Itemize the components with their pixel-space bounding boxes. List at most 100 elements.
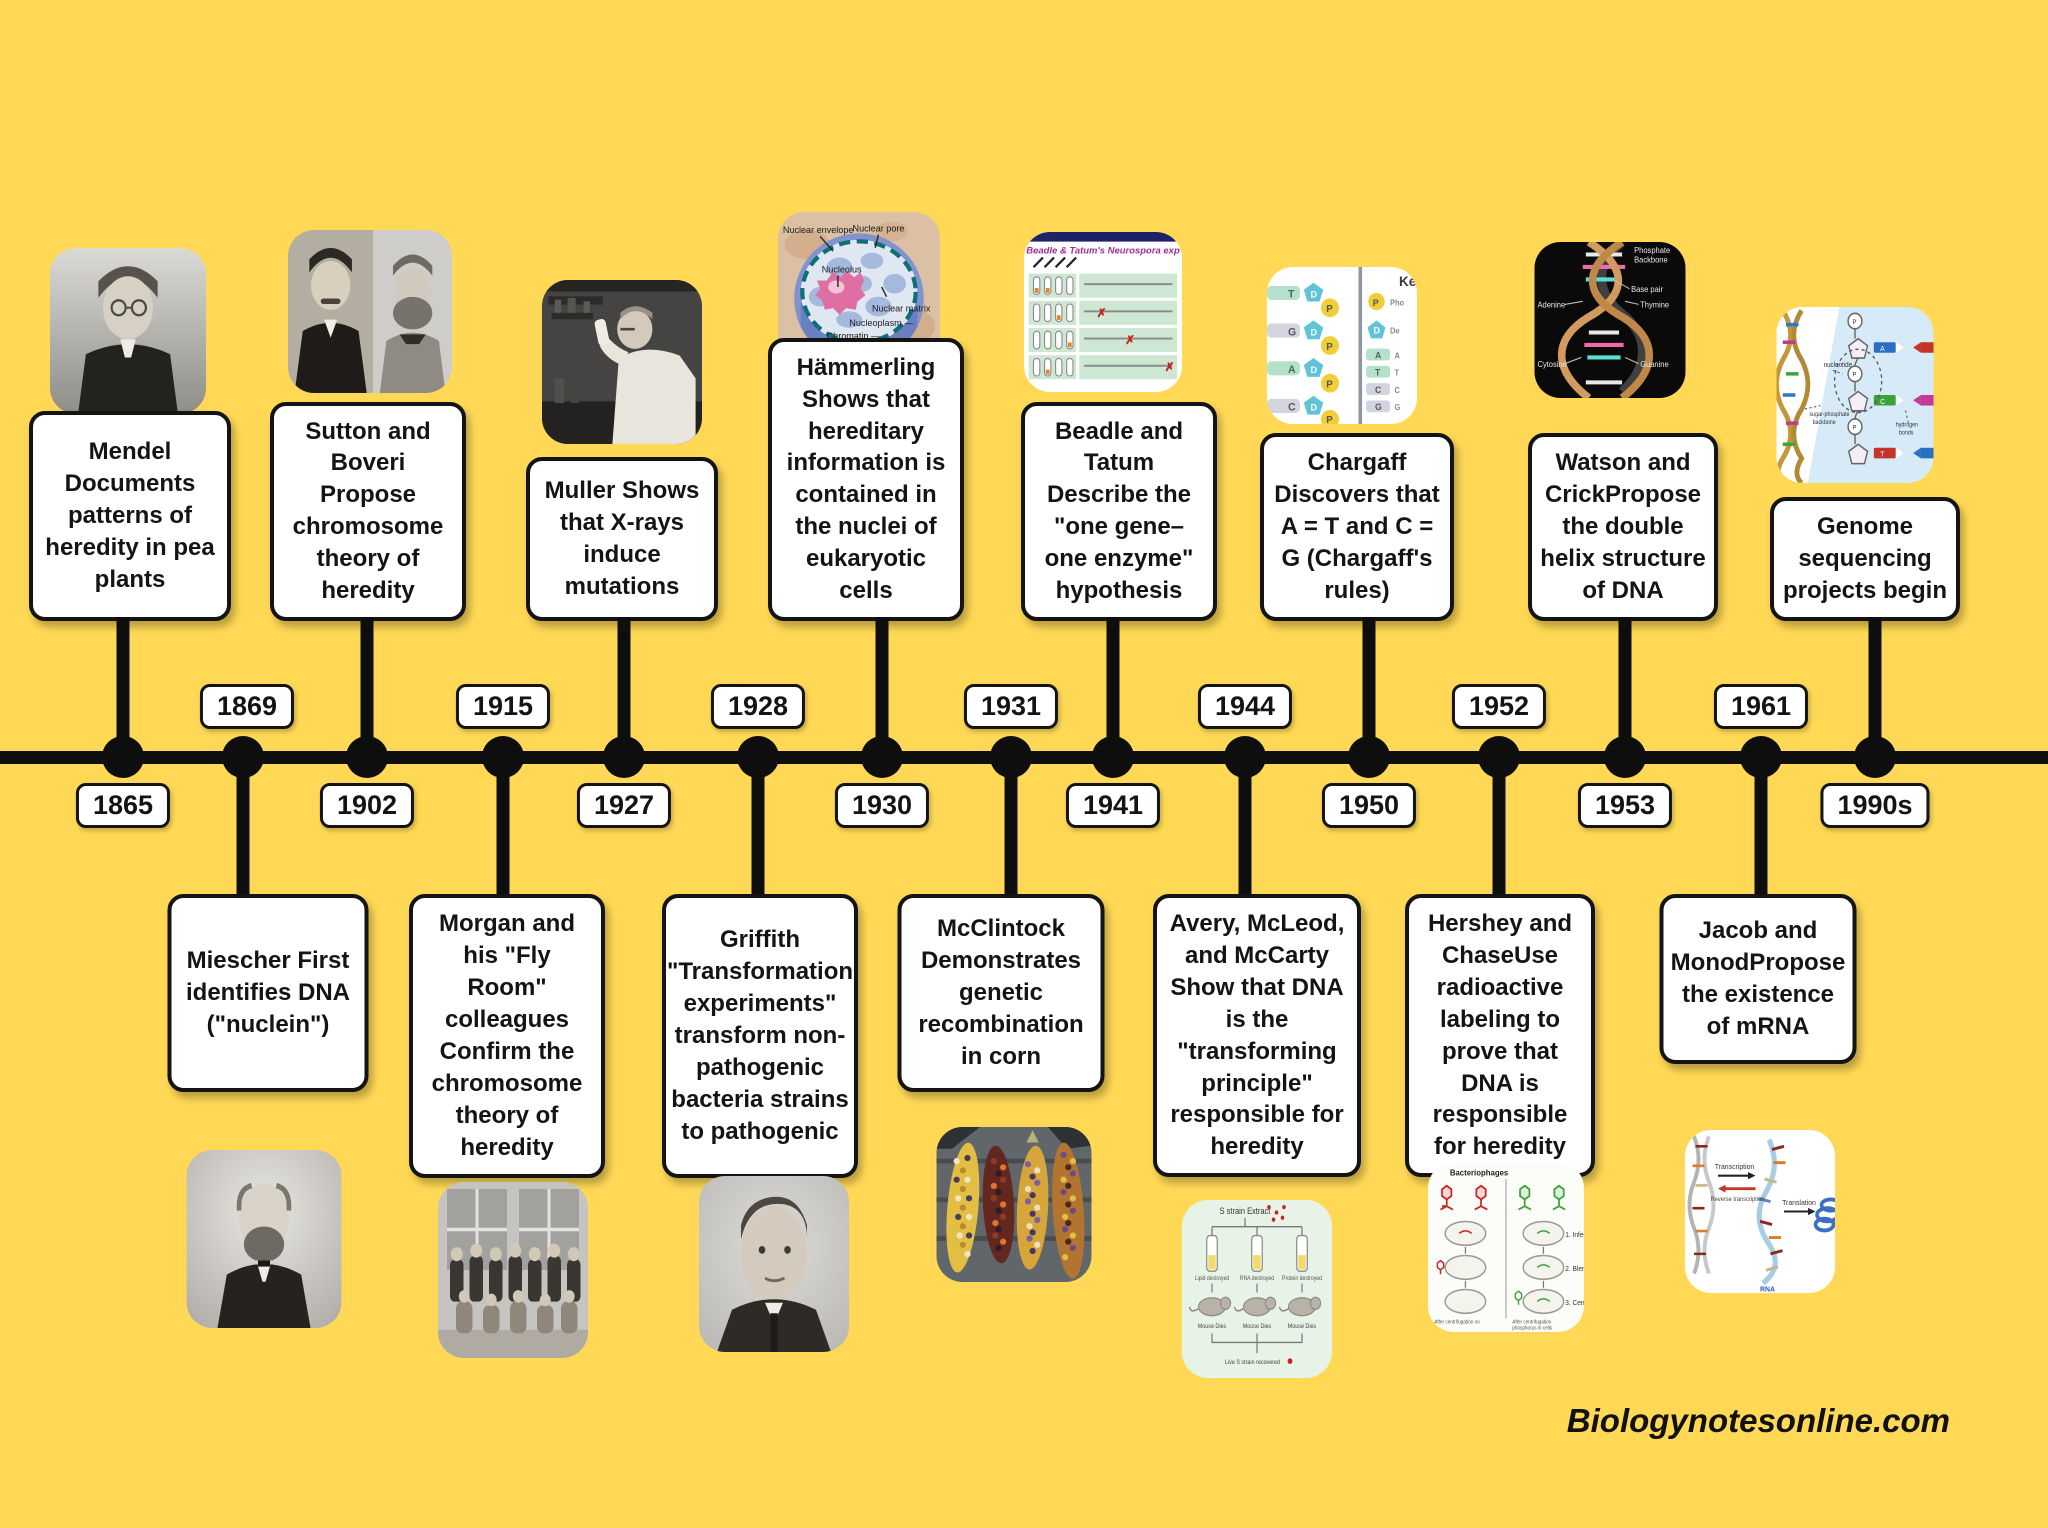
year-chip: 1953 [1577, 783, 1673, 828]
svg-text:✗: ✗ [1097, 306, 1107, 320]
diagram-label: Transcription [1715, 1162, 1755, 1171]
svg-text:✗: ✗ [1125, 333, 1135, 347]
event-title: Jacob and MonodPropose the existence of … [1670, 917, 1846, 1040]
event-card: Miescher First identifies DNA ("nuclein"… [167, 894, 369, 1092]
hershey-chase-experiment-diagram: Bacteriophages [1428, 1162, 1584, 1332]
event-card: Sutton and Boveri Propose chromosome the… [270, 401, 466, 621]
key-deoxyribose: D [1374, 326, 1381, 336]
svg-text:bonds: bonds [1899, 430, 1914, 436]
year-label: 1928 [727, 691, 789, 721]
svg-text:D: D [1311, 402, 1318, 412]
connector-line [496, 756, 510, 897]
svg-text:T: T [1288, 288, 1295, 300]
mouse-transformation-diagram: S strain Extract Lipid destroyed RNA des… [1182, 1200, 1332, 1378]
year-label: 1927 [593, 790, 655, 820]
helix-label: Guanine [1640, 360, 1668, 369]
connector-line [236, 756, 250, 897]
diagram-label: Mouse Dies [1288, 1324, 1316, 1330]
neurospora-experiment-chart: Beadle & Tatum's Neurospora exp ✗ ✗ ✗ [1024, 232, 1182, 392]
diagram-label: Mouse Dies [1243, 1324, 1271, 1330]
morgan-fly-room-group-photo [438, 1182, 588, 1358]
mrna-transcription-diagram: Transcription Reverse transcription Tran… [1685, 1130, 1835, 1293]
connector-line [1106, 617, 1120, 758]
dna-double-helix-photo: Phosphate Backbone Base pair Adenine Thy… [1534, 242, 1686, 398]
svg-text:A: A [1395, 351, 1401, 360]
year-chip: 1990s [1820, 783, 1930, 828]
year-chip: 1869 [199, 684, 295, 729]
svg-text:T: T [1395, 368, 1400, 377]
site-credit: Biologynotesonline.com [1566, 1402, 1950, 1439]
helix-label: Adenine [1538, 300, 1566, 309]
event-card: Griffith "Transformation experiments" tr… [662, 894, 858, 1178]
timeline-dot [1348, 736, 1390, 778]
svg-text:P: P [1326, 415, 1333, 424]
chart-title: Bacteriophages [1450, 1168, 1509, 1177]
chart-title: Beadle & Tatum's Neurospora exp [1026, 246, 1180, 257]
event-card: Genome sequencing projects begin [1770, 497, 1960, 621]
year-label: 1869 [216, 691, 278, 721]
svg-text:D: D [1311, 327, 1318, 337]
svg-text:backbone: backbone [1813, 420, 1836, 426]
event-title: Griffith "Transformation experiments" tr… [666, 926, 854, 1145]
diagram-label: Lipid destroyed [1195, 1276, 1229, 1282]
event-title: Chargaff Discovers that A = T and C = G … [1274, 449, 1440, 605]
connector-line [116, 617, 130, 758]
svg-text:T: T [1880, 449, 1885, 458]
svg-text:phosphorus in cells: phosphorus in cells [1512, 1325, 1552, 1331]
connector-line [1618, 617, 1632, 758]
event-title: Watson and CrickPropose the double helix… [1540, 449, 1706, 604]
event-card: Watson and CrickPropose the double helix… [1528, 433, 1718, 621]
helix-label: Cytosine [1538, 360, 1567, 369]
connector-line [1238, 756, 1252, 896]
svg-text:hydrogen: hydrogen [1896, 422, 1918, 428]
svg-text:Nuclear pore: Nuclear pore [853, 224, 905, 234]
miescher-portrait-photo [186, 1150, 342, 1328]
year-label: 1941 [1082, 790, 1144, 820]
year-label: 1944 [1214, 691, 1276, 721]
year-chip: 1865 [75, 783, 171, 828]
year-label: 1953 [1594, 790, 1656, 820]
svg-text:A: A [1880, 344, 1885, 353]
svg-text:P: P [1326, 379, 1333, 390]
base-pairing-diagram: T D P G D P A D P C D P Ke P Pho D [1267, 267, 1417, 424]
year-chip: 1931 [963, 684, 1059, 729]
year-label: 1931 [980, 691, 1042, 721]
event-title: Miescher First identifies DNA ("nuclein"… [185, 947, 350, 1038]
svg-text:G: G [1395, 403, 1401, 412]
timeline-dot [1224, 736, 1266, 778]
event-card: Hershey and ChaseUse radioactive labelin… [1405, 894, 1595, 1178]
timeline-dot [102, 736, 144, 778]
svg-text:✗: ✗ [1165, 360, 1175, 374]
key-phosphate: P [1373, 298, 1379, 308]
svg-text:P: P [1852, 371, 1856, 378]
year-chip: 1930 [834, 783, 930, 828]
diagram-label: RNA destroyed [1240, 1276, 1274, 1282]
svg-text:After centrifugation no: After centrifugation no [1434, 1319, 1480, 1325]
event-card: Mendel Documents patterns of heredity in… [29, 411, 231, 621]
event-card: Hämmerling Shows that hereditary informa… [768, 337, 964, 621]
svg-text:G: G [1288, 326, 1296, 338]
event-title: Muller Shows that X-rays induce mutation… [544, 477, 700, 600]
timeline-dot [603, 736, 645, 778]
event-title: Avery, McLeod, and McCarty Show that DNA… [1169, 910, 1345, 1161]
year-label: 1952 [1468, 691, 1530, 721]
key-guanine: G [1375, 402, 1382, 412]
year-label: 1915 [472, 691, 534, 721]
svg-text:D: D [1311, 289, 1318, 299]
svg-text:Nuclear matrix: Nuclear matrix [872, 303, 931, 313]
key-adenine: A [1375, 350, 1382, 360]
step-label: 2. Blend [1565, 1266, 1584, 1273]
event-title: Genome sequencing projects begin [1782, 513, 1948, 605]
step-label: 3. Centrifuge [1565, 1300, 1584, 1307]
year-chip: 1950 [1321, 783, 1417, 828]
diagram-label: nucleotide [1824, 362, 1853, 369]
connector-line [1004, 756, 1018, 897]
timeline-dot [1740, 736, 1782, 778]
year-label: 1865 [92, 790, 154, 820]
connector-line [1754, 756, 1768, 896]
griffith-portrait-photo [699, 1176, 849, 1352]
diagram-label: Mouse Dies [1198, 1324, 1226, 1330]
svg-text:P: P [1326, 304, 1333, 315]
year-label: 1961 [1730, 691, 1792, 721]
